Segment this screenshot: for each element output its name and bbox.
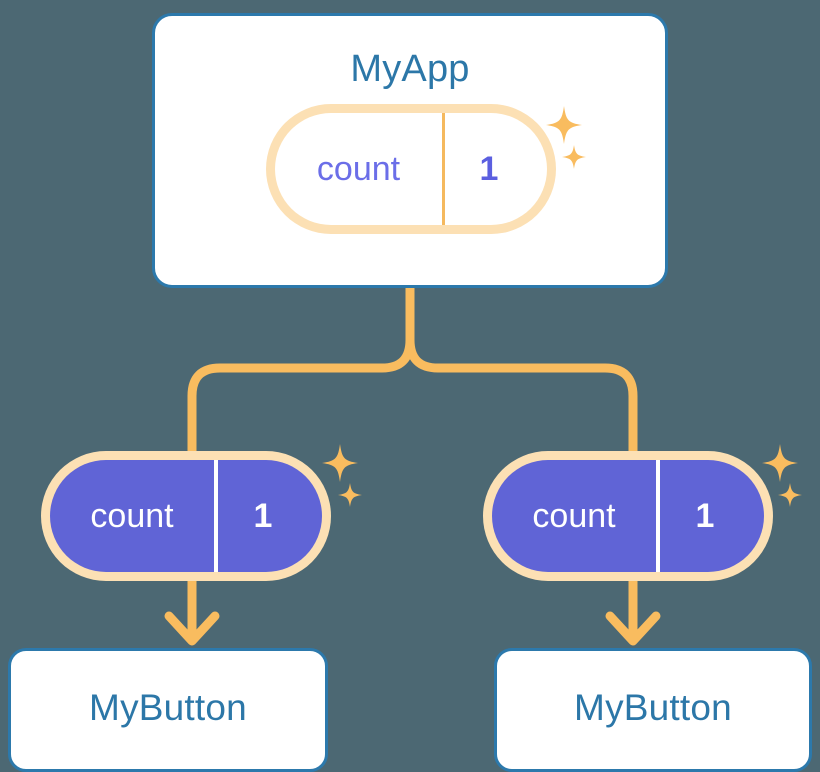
state-value-label: 1	[253, 496, 273, 535]
wire-branch-right	[405, 339, 638, 462]
node-card-label: MyButton	[574, 687, 732, 728]
state-pill-button-left[interactable]: count 1	[50, 460, 322, 572]
state-key-label: count	[50, 460, 218, 572]
sparkle-small-icon-button-right	[778, 483, 802, 507]
state-pill-myapp[interactable]: count 1	[275, 113, 547, 225]
state-value-label: 1	[695, 496, 715, 535]
node-card-mybutton-right[interactable]: MyButton	[494, 648, 812, 772]
state-value-label: 1	[479, 149, 499, 188]
node-card-label: MyButton	[89, 687, 247, 728]
node-card-mybutton-left[interactable]: MyButton	[8, 648, 328, 772]
state-key-label: count	[275, 113, 445, 225]
state-pill-button-right[interactable]: count 1	[492, 460, 764, 572]
state-key-label: count	[492, 460, 660, 572]
page-title: MyApp	[350, 48, 470, 90]
wire-branch-left	[187, 339, 415, 462]
sparkle-small-icon-button-left	[338, 483, 362, 507]
arrow-down-icon-right	[605, 574, 661, 646]
arrow-down-icon-left	[164, 574, 220, 646]
